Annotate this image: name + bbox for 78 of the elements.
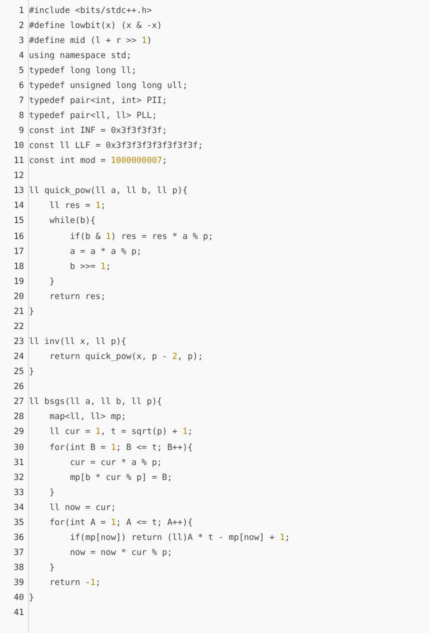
- code-line: typedef long long ll;: [29, 64, 136, 78]
- code-line: ll bsgs(ll a, ll b, ll p){: [29, 396, 162, 410]
- code-line: a = a * a % p;: [68, 246, 142, 259]
- code-line: #define lowbit(x) (x & -x): [29, 20, 162, 33]
- line-number: 16: [14, 230, 24, 244]
- line-number: 1: [18, 4, 24, 18]
- code-line: }: [29, 592, 34, 606]
- line-number: 18: [14, 260, 24, 274]
- line-number: 15: [14, 215, 24, 228]
- line-number: 40: [14, 592, 24, 606]
- line-number: 8: [18, 110, 24, 123]
- line-number: 24: [14, 351, 24, 364]
- line-number: 10: [14, 140, 24, 154]
- code-line: if(b & 1) res = res * a % p;: [68, 230, 214, 244]
- line-number: 17: [14, 246, 24, 259]
- code-line: now = now * cur % p;: [68, 547, 172, 560]
- line-number: 35: [14, 516, 24, 530]
- line-number: 5: [18, 64, 24, 78]
- line-number: 4: [18, 50, 24, 63]
- code-line: typedef pair<ll, ll> PLL;: [29, 110, 157, 123]
- code-line: return -1;: [48, 577, 101, 590]
- line-number: 36: [14, 532, 24, 545]
- line-number: 9: [18, 125, 24, 138]
- code-line: }: [29, 306, 34, 319]
- line-number: 29: [14, 426, 24, 440]
- line-number: 19: [14, 276, 24, 289]
- code-line: ll now = cur;: [48, 502, 116, 515]
- line-number: 21: [14, 306, 24, 319]
- line-number: 30: [14, 442, 24, 455]
- line-number: 22: [14, 320, 24, 334]
- line-number: 39: [14, 577, 24, 590]
- code-line: #define mid (l + r >> 1): [29, 34, 152, 48]
- line-number: 7: [18, 94, 24, 108]
- line-number: 31: [14, 456, 24, 470]
- line-number: 6: [18, 80, 24, 93]
- code-line: typedef unsigned long long ull;: [29, 80, 188, 93]
- line-number: 14: [14, 200, 24, 214]
- code-line: map<ll, ll> mp;: [48, 411, 126, 424]
- line-number: 34: [14, 502, 24, 515]
- line-number: 23: [14, 336, 24, 350]
- code-line: for(int A = 1; A <= t; A++){: [48, 516, 193, 530]
- code-line: return res;: [48, 290, 106, 304]
- code-line: while(b){: [48, 215, 96, 228]
- line-number: 28: [14, 411, 24, 424]
- line-number: 11: [14, 155, 24, 168]
- code-line: const int mod = 1000000007;: [29, 155, 168, 168]
- code-line: }: [48, 562, 55, 576]
- code-line: ll cur = 1, t = sqrt(p) + 1;: [48, 426, 193, 440]
- code-line: for(int B = 1; B <= t; B++){: [48, 442, 193, 455]
- line-number: 37: [14, 547, 24, 560]
- code-line: }: [48, 276, 55, 289]
- code-line: }: [29, 366, 34, 380]
- line-number: 25: [14, 366, 24, 380]
- code-line: b >>= 1;: [68, 260, 111, 274]
- line-number: 12: [14, 170, 24, 184]
- line-number: 33: [14, 486, 24, 500]
- code-line: ll inv(ll x, ll p){: [29, 336, 126, 350]
- line-number: 26: [14, 381, 24, 394]
- line-number: 41: [14, 607, 24, 620]
- line-number: 27: [14, 396, 24, 410]
- code-line: #include <bits/stdc++.h>: [29, 4, 152, 18]
- code-line: ll res = 1;: [48, 200, 106, 214]
- code-line: mp[b * cur % p] = B;: [68, 472, 172, 485]
- line-number: 3: [18, 34, 24, 48]
- line-number: 38: [14, 562, 24, 576]
- code-line: using namespace std;: [29, 50, 132, 63]
- code-line: if(mp[now]) return (ll)A * t - mp[now] + 1;: [68, 532, 290, 545]
- line-number: 13: [14, 185, 24, 198]
- code-line: cur = cur * a % p;: [68, 456, 162, 470]
- line-number: 32: [14, 472, 24, 485]
- code-line: typedef pair<int, int> PII;: [29, 94, 168, 108]
- code-line: return quick_pow(x, p - 2, p);: [48, 351, 204, 364]
- code-line: const ll LLF = 0x3f3f3f3f3f3f3f3f;: [29, 140, 203, 154]
- code-line: ll quick_pow(ll a, ll b, ll p){: [29, 185, 188, 198]
- line-number: 2: [18, 20, 24, 33]
- code-line: const int INF = 0x3f3f3f3f;: [29, 125, 168, 138]
- code-line: }: [48, 486, 55, 500]
- line-number: 20: [14, 290, 24, 304]
